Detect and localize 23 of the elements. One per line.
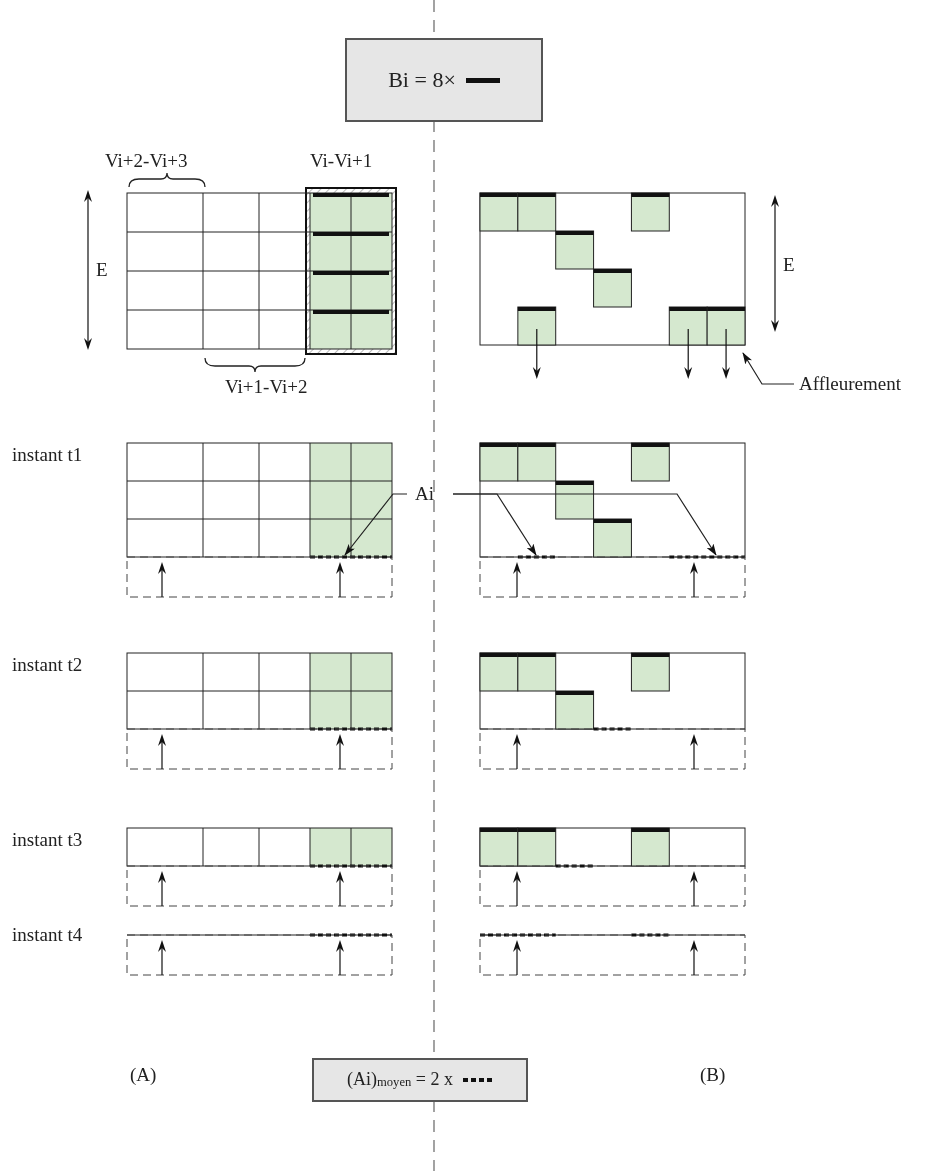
formula-box <box>312 1058 528 1102</box>
dotted-line <box>310 555 392 559</box>
text-label: E <box>96 259 108 281</box>
text-label: instant t4 <box>12 924 83 946</box>
formula-text: (Ai)$_{moyen}$ = 2 x <box>347 1069 453 1091</box>
callout-label: Affleurement <box>795 373 905 395</box>
leader-line <box>742 352 795 385</box>
text-label: E <box>783 254 795 276</box>
formula-text: Bi = 8× <box>388 67 456 93</box>
text-label: Vi-Vi+1 <box>310 150 373 172</box>
formula-box <box>345 38 543 122</box>
dotted-line <box>669 555 745 559</box>
text-label: instant t2 <box>12 654 83 676</box>
text-label: Vi+2-Vi+3 <box>105 150 188 172</box>
text-label: (B) <box>700 1064 726 1086</box>
text-label: (A) <box>130 1064 157 1086</box>
leader-line <box>344 493 408 556</box>
text-label: instant t1 <box>12 444 83 466</box>
leader-line <box>452 493 717 556</box>
callout-label: Ai <box>408 483 441 505</box>
text-label: instant t3 <box>12 829 83 851</box>
text-label: Vi+1-Vi+2 <box>225 376 308 398</box>
dotted-line <box>517 555 556 559</box>
